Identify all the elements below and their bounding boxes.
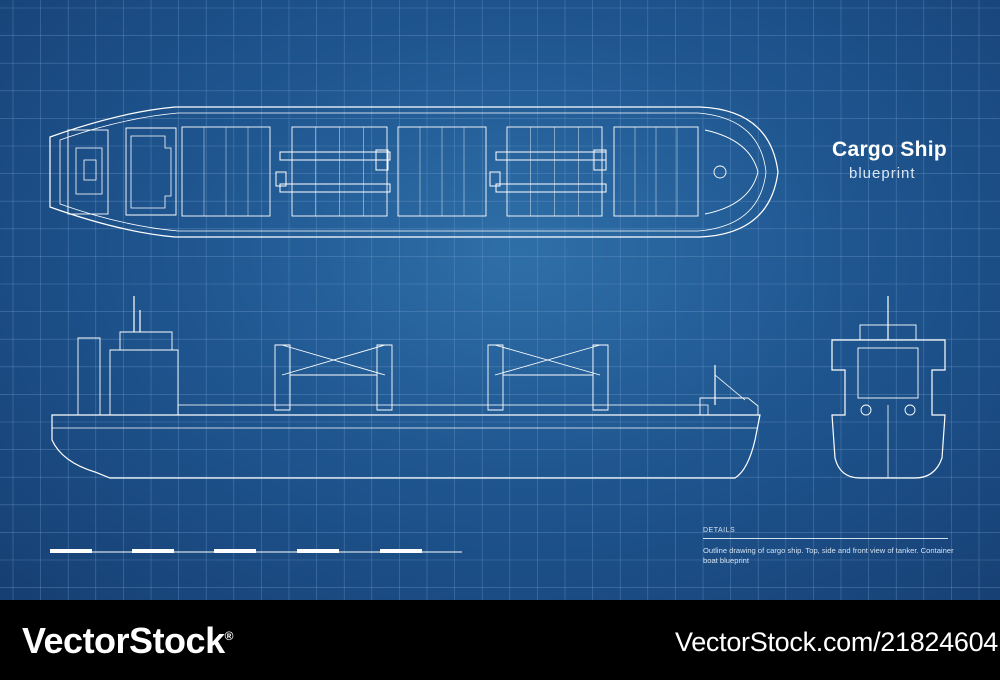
title-block: Cargo Ship blueprint bbox=[832, 138, 947, 182]
ship-front-view bbox=[831, 296, 946, 479]
brand-url: VectorStock.com/21824604 bbox=[675, 627, 999, 657]
scale-bar bbox=[50, 549, 462, 553]
details-heading: DETAILS bbox=[703, 527, 948, 539]
ship-top-view bbox=[49, 106, 779, 238]
details-text: Outline drawing of cargo ship. Top, side… bbox=[703, 546, 954, 565]
registered-mark: ® bbox=[224, 629, 234, 643]
diagram-title: Cargo Ship bbox=[832, 138, 948, 161]
diagram-subtitle: blueprint bbox=[849, 165, 916, 182]
ship-side-view bbox=[51, 296, 761, 479]
details-block: DETAILS Outline drawing of cargo ship. T… bbox=[703, 527, 958, 566]
blueprint-grid bbox=[0, 0, 1000, 600]
watermark-footer: VectorStock® VectorStock.com/21824604 bbox=[0, 600, 1000, 680]
brand-name: VectorStock bbox=[22, 620, 225, 661]
brand-logo: VectorStock® bbox=[22, 620, 233, 662]
blueprint-canvas: Cargo Ship blueprint DETAILS Outline dra… bbox=[0, 0, 1000, 600]
